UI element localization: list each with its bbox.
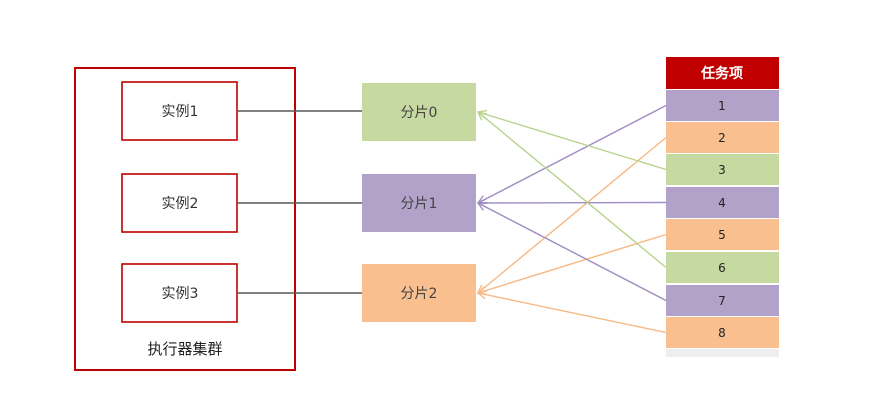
- task-item-1: 1: [666, 90, 779, 121]
- task-item-7: 7: [666, 285, 779, 316]
- cluster-border: [74, 67, 296, 371]
- shard-label: 分片1: [401, 196, 438, 212]
- instance-shard-links: [237, 110, 362, 294]
- task-cell: [666, 90, 779, 121]
- arrow-task6-to-shard0: [478, 112, 667, 269]
- shard-box: [362, 264, 476, 322]
- task-cell: [666, 317, 779, 348]
- shard-box: [362, 83, 476, 141]
- arrow-task3-to-shard0: [478, 112, 667, 171]
- task-cell: [666, 154, 779, 185]
- instance-1: 实例1: [121, 81, 238, 141]
- shard-label: 分片0: [401, 105, 438, 121]
- instance-group: 实例1 实例2 实例3: [121, 81, 238, 323]
- shard-2: 分片2: [362, 264, 476, 322]
- task-item-4: 4: [666, 187, 779, 218]
- shard-label: 分片2: [401, 286, 438, 302]
- task-label: 4: [718, 196, 726, 210]
- task-label: 1: [718, 99, 726, 113]
- task-label: 5: [718, 228, 726, 242]
- task-header-label: 任务项: [700, 65, 743, 82]
- task-item-3: 3: [666, 154, 779, 185]
- task-header: [666, 57, 779, 89]
- shard-1: 分片1: [362, 174, 476, 232]
- instance-label: 实例3: [162, 286, 199, 302]
- task-label: 7: [718, 294, 726, 308]
- task-cell: [666, 122, 779, 153]
- task-item-5: 5: [666, 219, 779, 250]
- task-label: 2: [718, 131, 726, 145]
- task-shard-arrows: [478, 104, 667, 334]
- instance-label: 实例1: [162, 104, 199, 120]
- instance-box: [121, 263, 238, 323]
- task-item-8: 8: [666, 317, 779, 348]
- arrow-task7-to-shard1: [478, 203, 667, 302]
- shard-0: 分片0: [362, 83, 476, 141]
- task-table: 任务项 1 2 3 4 5 6 7 8: [666, 57, 779, 357]
- arrow-task8-to-shard2: [478, 293, 667, 334]
- instance-2: 实例2: [121, 173, 238, 233]
- cluster-label: 执行器集群: [147, 340, 222, 358]
- instance-label: 实例2: [162, 196, 199, 212]
- arrow-task5-to-shard2: [478, 233, 667, 294]
- task-label: 8: [718, 326, 726, 340]
- instance-box: [121, 81, 238, 141]
- instance-box: [121, 173, 238, 233]
- shard-box: [362, 174, 476, 232]
- arrow-task4-to-shard1: [478, 203, 667, 204]
- task-item-6: 6: [666, 252, 779, 283]
- instance-3: 实例3: [121, 263, 238, 323]
- task-label: 6: [718, 261, 726, 275]
- task-item-2: 2: [666, 122, 779, 153]
- task-table-footer: [666, 349, 779, 357]
- task-cell: [666, 285, 779, 316]
- shard-group: 分片0 分片1 分片2: [362, 83, 476, 322]
- task-cell: [666, 187, 779, 218]
- executor-cluster: 执行器集群: [74, 67, 296, 371]
- task-label: 3: [718, 163, 726, 177]
- task-cell: [666, 219, 779, 250]
- arrow-task2-to-shard2: [478, 136, 667, 294]
- arrow-task1-to-shard1: [478, 104, 667, 204]
- task-cell: [666, 252, 779, 283]
